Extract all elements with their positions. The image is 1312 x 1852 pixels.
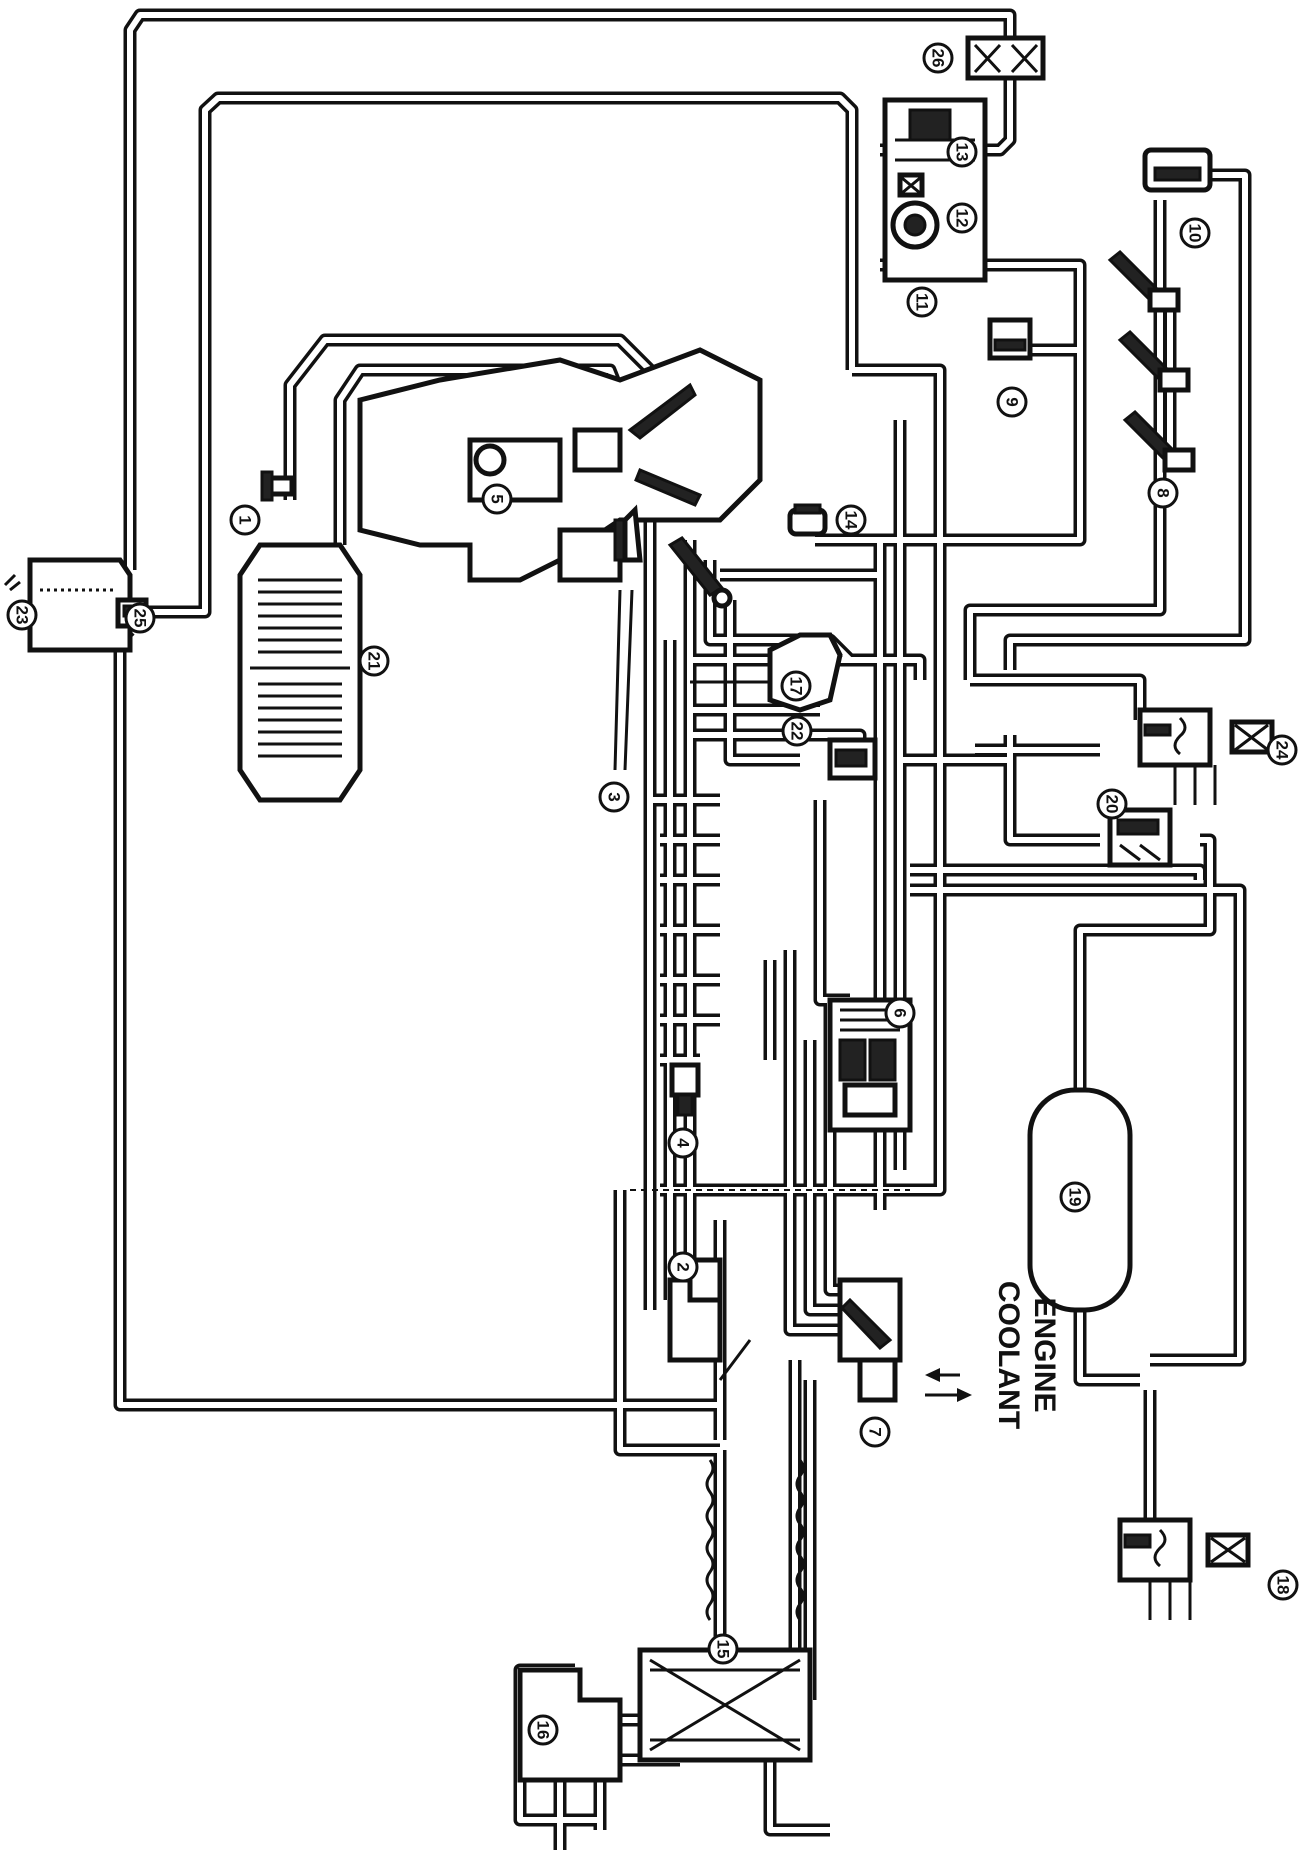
- svg-text:21: 21: [365, 652, 384, 671]
- air-cleaner: [637, 1647, 813, 1763]
- coolant-valve: [837, 1277, 903, 1403]
- catalytic-converter: [237, 542, 363, 803]
- svg-text:16: 16: [534, 1721, 553, 1740]
- svg-text:25: 25: [131, 609, 150, 628]
- throttle-body: [557, 504, 643, 771]
- callout-13: 13: [946, 136, 978, 168]
- callout-12: 12: [946, 202, 978, 234]
- callout-9: 9: [996, 386, 1028, 418]
- svg-text:7: 7: [866, 1427, 885, 1436]
- callout-20: 20: [1096, 788, 1128, 820]
- callout-7: 7: [859, 1416, 891, 1448]
- callout-10: 10: [1179, 217, 1211, 249]
- svg-text:20: 20: [1103, 795, 1122, 814]
- coolant-flow-arrows: [925, 1368, 972, 1402]
- fuel-pressure-regulator: [1142, 147, 1213, 193]
- callout-5: 5: [481, 483, 513, 515]
- engine-coolant-line2: COOLANT: [992, 1281, 1025, 1429]
- svg-text:4: 4: [674, 1138, 693, 1148]
- svg-text:11: 11: [913, 293, 932, 311]
- svg-text:24: 24: [1273, 741, 1292, 760]
- svg-text:15: 15: [714, 1640, 733, 1659]
- callout-23: 23: [6, 599, 38, 631]
- svg-text:3: 3: [605, 792, 624, 801]
- resonator: [517, 1667, 623, 1783]
- svg-text:19: 19: [1066, 1188, 1085, 1207]
- sensor-4: [669, 1062, 701, 1117]
- callout-2: 2: [667, 1251, 699, 1283]
- svg-text:18: 18: [1274, 1576, 1293, 1595]
- svg-text:14: 14: [842, 511, 861, 530]
- callout-6: 6: [884, 997, 916, 1029]
- callout-26: 26: [922, 42, 954, 74]
- solenoid-valve-24: [1137, 707, 1275, 805]
- svg-text:6: 6: [891, 1008, 910, 1017]
- callout-17: 17: [780, 670, 812, 702]
- control-valve: [827, 737, 878, 781]
- callout-8: 8: [1147, 477, 1179, 509]
- callout-numbers: 1 2 3 4 5 6 7 8 9 10 11: [6, 42, 1299, 1746]
- callout-4: 4: [667, 1127, 699, 1159]
- engine-coolant-line1: ENGINE: [1028, 1297, 1061, 1412]
- hose-network: [113, 8, 1252, 1850]
- purge-solenoid: [965, 35, 1046, 81]
- callout-14: 14: [835, 504, 867, 536]
- callout-24: 24: [1266, 734, 1298, 766]
- engine-coolant-label: ENGINE COOLANT: [992, 1281, 1061, 1429]
- svg-text:2: 2: [674, 1262, 693, 1271]
- air-valve: [667, 1257, 752, 1381]
- callout-21: 21: [358, 645, 390, 677]
- svg-text:12: 12: [953, 209, 972, 228]
- svg-text:23: 23: [13, 606, 32, 625]
- svg-text:22: 22: [788, 722, 807, 741]
- fuel-injectors: [1107, 249, 1196, 473]
- svg-text:1: 1: [236, 515, 255, 524]
- callout-22: 22: [781, 715, 813, 747]
- svg-text:17: 17: [787, 677, 806, 696]
- svg-text:10: 10: [1186, 224, 1205, 243]
- callout-18: 18: [1267, 1569, 1299, 1601]
- callout-19: 19: [1059, 1181, 1091, 1213]
- callout-11: 11: [906, 286, 938, 318]
- callout-25: 25: [124, 602, 156, 634]
- pressure-switch: [987, 317, 1033, 361]
- svg-text:5: 5: [488, 494, 507, 503]
- fuel-pump-assembly: [882, 97, 988, 283]
- callout-15: 15: [707, 1633, 739, 1665]
- svg-text:8: 8: [1154, 488, 1173, 497]
- callout-16: 16: [527, 1714, 559, 1746]
- oxygen-sensor: [260, 470, 295, 502]
- spark-plug: [667, 536, 733, 609]
- temp-sensor: [787, 503, 828, 537]
- svg-text:26: 26: [929, 49, 948, 68]
- engine-cylinder: [357, 347, 763, 583]
- callout-1: 1: [229, 504, 261, 536]
- svg-text:9: 9: [1003, 397, 1022, 406]
- thermo-valve: [1107, 807, 1173, 868]
- solenoid-valve-18: [1117, 1517, 1251, 1620]
- svg-text:13: 13: [953, 143, 972, 162]
- callout-3: 3: [598, 781, 630, 813]
